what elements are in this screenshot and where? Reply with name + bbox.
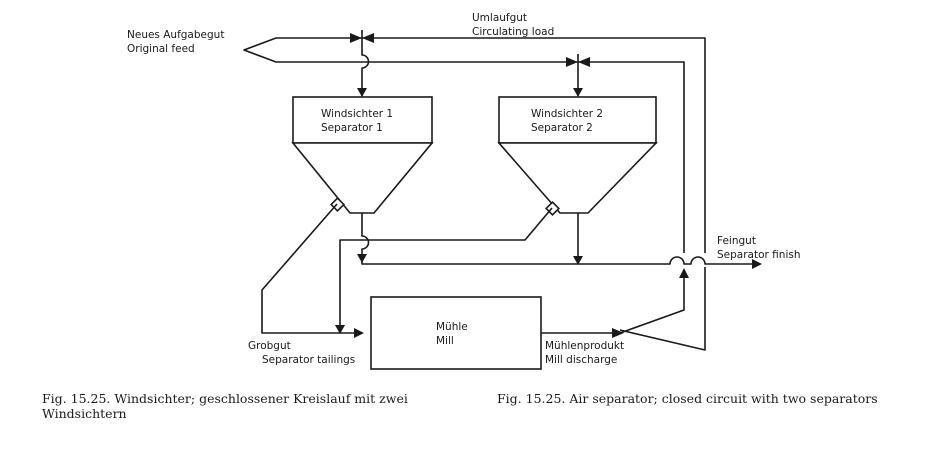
circulating-load-line bbox=[370, 37, 706, 351]
mill-product-label-en: Mill discharge bbox=[545, 354, 617, 366]
mill-product-label-de: Mühlenprodukt bbox=[545, 340, 624, 352]
separator-1-label-de: Windsichter 1 bbox=[321, 108, 393, 120]
caption-german: Fig. 15.25. Windsichter; geschlossener K… bbox=[42, 391, 408, 421]
mill-box bbox=[370, 296, 542, 370]
separator-2-tailings-line bbox=[339, 207, 553, 333]
separator-1-box bbox=[292, 96, 433, 144]
mill-label-de: Mühle bbox=[436, 321, 468, 333]
mill-discharge-line bbox=[541, 270, 685, 334]
separator-1-tailings-line bbox=[261, 203, 362, 334]
feed-to-separator-1-line bbox=[361, 38, 370, 96]
fine-label-de: Feingut bbox=[717, 235, 756, 247]
fine-label-en: Separator finish bbox=[717, 249, 800, 261]
circulating-label-de: Umlaufgut bbox=[472, 12, 527, 24]
feed-label-en: Original feed bbox=[127, 43, 195, 55]
coarse-label-en: Separator tailings bbox=[262, 354, 355, 366]
separator-2-box bbox=[498, 96, 657, 144]
feed-funnel bbox=[243, 37, 685, 253]
separator-1-cone bbox=[291, 142, 434, 214]
separator-1-label-en: Separator 1 bbox=[321, 122, 383, 134]
feed-label-de: Neues Aufgabegut bbox=[127, 29, 224, 41]
circulating-label-en: Circulating load bbox=[472, 26, 554, 38]
separator-1-fines-line bbox=[361, 213, 752, 265]
separator-2-label-en: Separator 2 bbox=[531, 122, 593, 134]
coarse-label-de: Grobgut bbox=[248, 340, 291, 352]
separator-2-cone bbox=[497, 142, 658, 214]
separator-2-label-de: Windsichter 2 bbox=[531, 108, 603, 120]
mill-label-en: Mill bbox=[436, 335, 454, 347]
caption-english: Fig. 15.25. Air separator; closed circui… bbox=[497, 391, 878, 406]
